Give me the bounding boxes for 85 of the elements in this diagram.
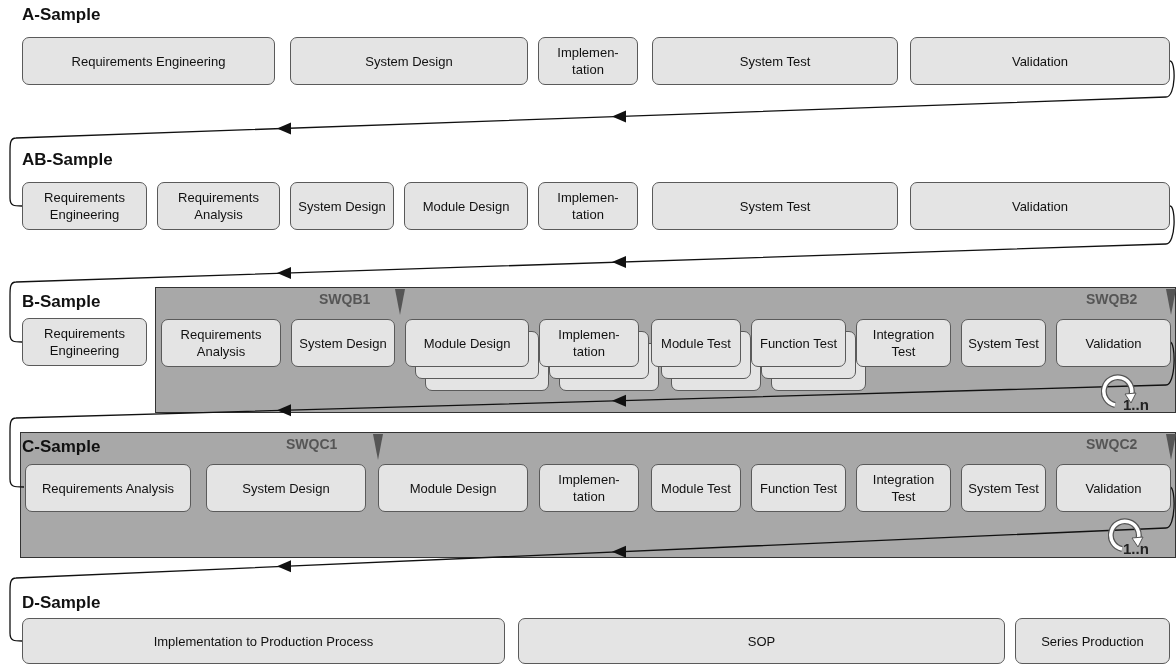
process-box	[161, 319, 281, 367]
step-label: Requirements Engineering	[43, 325, 126, 359]
step-label: Requirements Engineering	[43, 189, 126, 223]
process-box	[652, 37, 898, 85]
step-label: System Design	[298, 197, 386, 215]
process-box	[1056, 319, 1171, 367]
iteration-label: 1..n	[1123, 395, 1149, 415]
step-label: Requirements Analysis	[179, 326, 263, 360]
process-box	[25, 464, 191, 512]
step-label: Module Design	[409, 479, 497, 497]
process-box	[290, 37, 528, 85]
flow-arrow	[9, 60, 1175, 207]
step-label: Requirements Analysis	[41, 479, 175, 497]
process-box	[22, 37, 275, 85]
step-label: System Test	[739, 197, 811, 215]
step-label: System Test	[968, 334, 1039, 352]
process-box	[651, 464, 741, 512]
process-box	[539, 464, 639, 512]
stacked-process-box	[651, 319, 761, 391]
section-heading: D-Sample	[22, 592, 101, 614]
stacked-process-box	[751, 319, 866, 391]
iteration-label: 1..n	[1123, 539, 1149, 559]
process-box	[538, 37, 638, 85]
section-heading: B-Sample	[22, 291, 101, 313]
step-label: Implemen- tation	[556, 44, 620, 78]
step-label: System Design	[299, 334, 387, 352]
process-box	[1015, 618, 1170, 664]
step-label: Requirements Engineering	[71, 52, 226, 70]
process-box	[290, 182, 394, 230]
process-box	[910, 37, 1170, 85]
process-box	[1056, 464, 1171, 512]
step-label: Validation	[1085, 479, 1142, 497]
step-label: Function Test	[759, 479, 838, 497]
step-label: Module Test	[661, 334, 731, 352]
step-label: Requirements Analysis	[177, 189, 260, 223]
step-label: Integration Test	[871, 471, 936, 505]
step-label: System Design	[242, 479, 330, 497]
process-box	[652, 182, 898, 230]
step-label: Validation	[1085, 334, 1142, 352]
process-box	[856, 319, 951, 367]
flow-arrow	[9, 205, 1175, 343]
sample-panel	[155, 287, 1176, 413]
step-label: Validation	[1011, 52, 1069, 70]
milestone-label: SWQB2	[1086, 290, 1138, 309]
step-label: Module Design	[423, 334, 511, 352]
step-label: Module Design	[422, 197, 510, 215]
step-label: System Design	[365, 52, 453, 70]
step-label: SOP	[747, 632, 776, 650]
milestone-label: SWQB1	[319, 290, 371, 309]
process-box	[378, 464, 528, 512]
step-label: Integration Test	[871, 326, 936, 360]
process-box	[961, 464, 1046, 512]
step-label: Module Test	[661, 479, 731, 497]
step-label: Series Production	[1041, 632, 1144, 650]
process-box	[157, 182, 280, 230]
step-label: Implemen- tation	[557, 471, 621, 505]
step-label: Validation	[1011, 197, 1069, 215]
sample-panel	[20, 432, 1176, 558]
step-label: Function Test	[759, 334, 838, 352]
milestone-label: SWQC1	[286, 435, 338, 454]
step-label: Implemen- tation	[556, 189, 620, 223]
process-box	[206, 464, 366, 512]
milestone-label: SWQC2	[1086, 435, 1138, 454]
process-box	[910, 182, 1170, 230]
step-label: System Test	[968, 479, 1039, 497]
section-heading: A-Sample	[22, 4, 101, 26]
process-box	[22, 618, 505, 664]
stacked-process-box	[539, 319, 659, 391]
flow-arrow	[9, 486, 1175, 642]
section-heading: C-Sample	[22, 436, 101, 458]
process-box	[518, 618, 1005, 664]
step-label: Implemen- tation	[557, 326, 621, 360]
process-box	[22, 182, 147, 230]
process-box	[404, 182, 528, 230]
process-box	[856, 464, 951, 512]
process-box	[22, 318, 147, 366]
section-heading: AB-Sample	[22, 149, 113, 171]
process-box	[961, 319, 1046, 367]
step-label: System Test	[739, 52, 811, 70]
step-label: Implementation to Production Process	[153, 632, 374, 650]
stacked-process-box	[405, 319, 549, 391]
process-box	[751, 464, 846, 512]
flow-arrow	[9, 341, 1175, 488]
process-box	[538, 182, 638, 230]
process-box	[291, 319, 395, 367]
